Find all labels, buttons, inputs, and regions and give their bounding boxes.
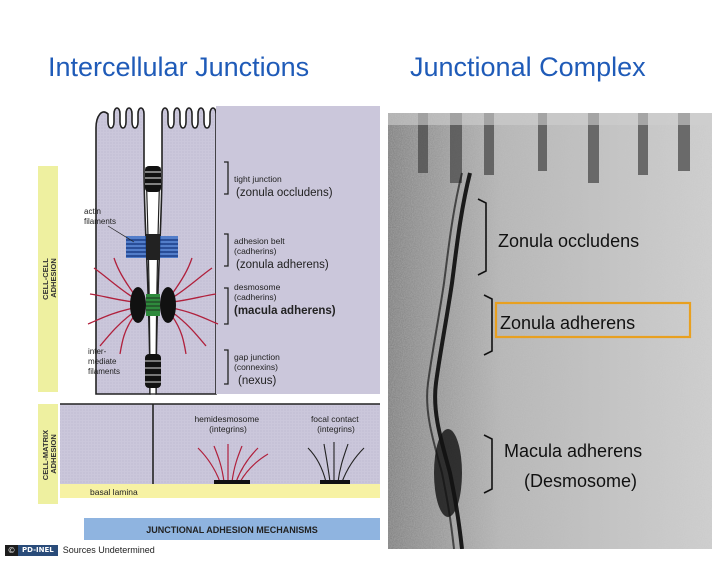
license-footer: © PD-INEL Sources Undetermined (5, 544, 155, 556)
lower-cell (60, 404, 380, 484)
svg-text:CELL-MATRIX ADHESION: CELL-MATRIX ADHESION (41, 428, 58, 480)
label-hemi-2: (integrins) (209, 424, 247, 434)
pd-inel-badge: PD-INEL (18, 544, 58, 556)
microvilli-top (418, 113, 690, 183)
micrograph-brackets (477, 198, 493, 494)
label-gap-2: (connexins) (234, 362, 278, 372)
label-inter-2: mediate (88, 357, 117, 366)
label-basal-lamina: basal lamina (90, 487, 138, 497)
svg-text:hemidesmosome (integrins): hemidesmosome (integrins) (194, 414, 261, 434)
label-gap-3: (nexus) (238, 375, 277, 387)
label-inter-3: filaments (88, 367, 120, 376)
desmosome (87, 257, 219, 355)
label-desmo-3: (macula adherens) (234, 305, 336, 317)
svg-text:adhesion belt (cadherins): adhesion belt (cadherins) (zonula adhere… (234, 231, 329, 271)
label-zonula-adherens: Zonula adherens (500, 313, 635, 333)
left-title: Intercellular Junctions (48, 52, 310, 82)
svg-text:focal contact (integrins): focal contact (integrins) (311, 414, 361, 434)
svg-text:gap junction (connexins): gap junction (connexins) (nexus) (234, 347, 284, 387)
cell-matrix-side-bar (38, 404, 58, 504)
desmosome-plaque (434, 429, 462, 517)
right-title: Junctional Complex (410, 52, 646, 82)
label-belt-3: (zonula adherens) (236, 259, 329, 271)
cell-cell-side-bar (38, 166, 58, 392)
side-label-cell-cell-2: ADHESION (49, 258, 58, 298)
label-desmo-2: (cadherins) (234, 292, 277, 302)
label-focal-1: focal contact (311, 414, 359, 424)
junctions-diagram: CELL-CELL ADHESION CELL-MATRIX ADHESION (38, 106, 380, 540)
basal-lamina-band (60, 484, 380, 498)
intercellular-space (145, 167, 161, 395)
label-tight-1: tight junction (234, 174, 282, 184)
svg-text:Macula adherens: Macula adherens (504, 441, 642, 461)
source-attribution: Sources Undetermined (62, 545, 155, 555)
electron-micrograph: Zonula occludens Zonula adherens Macula … (388, 113, 712, 549)
label-actin-1: actin (84, 207, 101, 216)
label-belt-1: adhesion belt (234, 236, 285, 246)
side-label-cell-matrix-1: CELL-MATRIX (41, 430, 50, 480)
label-brackets (224, 161, 229, 385)
label-actin-2: filaments (84, 217, 116, 226)
label-hemi-1: hemidesmosome (194, 414, 259, 424)
adhesion-belt (126, 234, 178, 260)
svg-text:inter- mediate filamen: inter- mediate filaments (88, 347, 120, 376)
label-inter-1: inter- (88, 347, 107, 356)
svg-text:actin filaments: actin filaments (84, 207, 116, 226)
svg-text:Zonula occludens: Zonula occludens (498, 231, 639, 251)
label-desmosome: (Desmosome) (524, 471, 637, 491)
cc-badge: © (5, 544, 18, 556)
side-label-cell-matrix-2: ADHESION (49, 434, 58, 474)
tight-junction (145, 166, 161, 192)
zonula-adherens-highlight (494, 301, 692, 339)
svg-text:Zonula adherens: Zonula adherens (500, 313, 635, 333)
label-gap-1: gap junction (234, 352, 280, 362)
label-macula-adherens: Macula adherens (504, 441, 642, 461)
svg-text:desmosome (cadherins): desmosome (cadherins) (macula adherens) (234, 277, 336, 317)
cell-body-right (155, 107, 217, 395)
svg-text:CELL-CELL ADHESION: CELL-CELL ADHESION (41, 256, 58, 300)
bottom-banner-text: JUNCTIONAL ADHESION MECHANISMS (146, 525, 318, 535)
label-desmo-1: desmosome (234, 282, 281, 292)
side-label-cell-cell-1: CELL-CELL (41, 258, 50, 300)
label-zonula-occludens: Zonula occludens (498, 231, 639, 251)
label-focal-2: (integrins) (317, 424, 355, 434)
label-belt-2: (cadherins) (234, 246, 277, 256)
gap-junction (145, 354, 161, 388)
label-tight-2: (zonula occludens) (236, 187, 333, 199)
bottom-banner (84, 518, 380, 540)
svg-text:(Desmosome): (Desmosome) (524, 471, 637, 491)
svg-text:tight junction (zonula occ: tight junction (zonula occludens) (234, 169, 333, 199)
cell-background (216, 106, 380, 394)
